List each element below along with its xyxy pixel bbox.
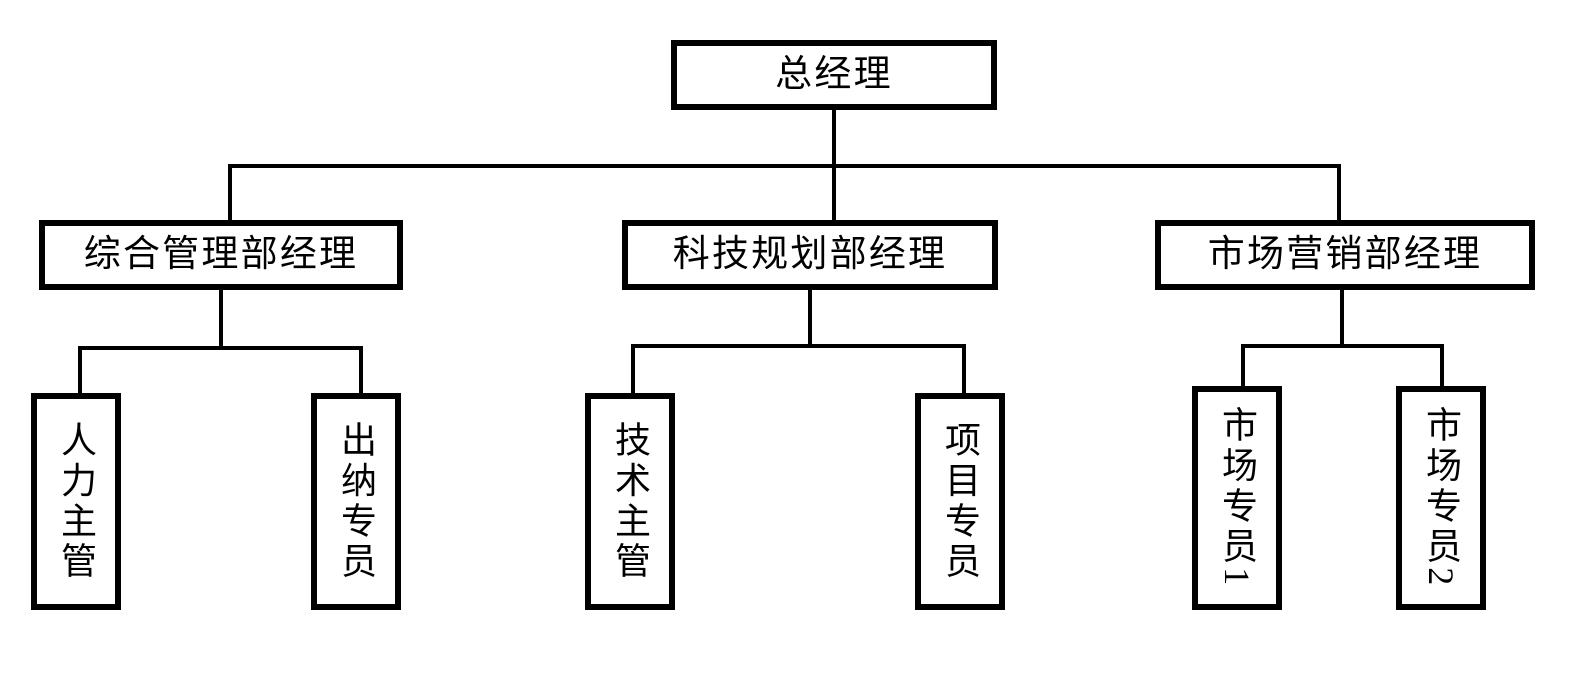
connector-drop-mkt1 [1241, 344, 1245, 395]
connector-admin-stem [219, 289, 223, 349]
node-label-project-specialist: 项目专员 [940, 420, 980, 583]
connector-tech-stem [808, 289, 812, 347]
node-label-tech-department-manager: 科技规划部经理 [672, 233, 948, 275]
node-general-manager[interactable]: 总经理 [671, 40, 997, 110]
connector-admin-bus [78, 346, 363, 350]
node-label-general-manager: 总经理 [775, 53, 893, 95]
connector-drop-tech [832, 164, 836, 222]
connector-drop-mkt2 [1440, 344, 1444, 395]
node-marketing-department-manager[interactable]: 市场营销部经理 [1155, 220, 1535, 290]
node-label-technical-supervisor: 技术主管 [610, 420, 650, 583]
connector-drop-market [1337, 164, 1341, 222]
connector-market-stem [1340, 289, 1344, 347]
node-label-marketing-specialist-2: 市场专员2 [1421, 406, 1461, 590]
connector-drop-admin [228, 164, 232, 222]
node-label-marketing-department-manager: 市场营销部经理 [1207, 233, 1483, 275]
node-cashier-specialist[interactable]: 出纳专员 [311, 393, 401, 610]
connector-drop-techsup [631, 344, 635, 395]
node-label-hr-supervisor: 人力主管 [56, 420, 96, 583]
node-admin-department-manager[interactable]: 综合管理部经理 [39, 220, 403, 290]
connector-level2-bus [228, 164, 1341, 168]
connector-drop-hr [78, 346, 82, 395]
node-marketing-specialist-2[interactable]: 市场专员2 [1396, 386, 1486, 610]
node-project-specialist[interactable]: 项目专员 [915, 393, 1005, 610]
node-label-cashier-specialist: 出纳专员 [336, 420, 376, 583]
connector-market-bus [1241, 344, 1444, 348]
node-label-admin-department-manager: 综合管理部经理 [83, 233, 359, 275]
node-tech-department-manager[interactable]: 科技规划部经理 [622, 220, 998, 290]
node-hr-supervisor[interactable]: 人力主管 [31, 393, 121, 610]
connector-drop-project [962, 344, 966, 395]
connector-tech-bus [631, 344, 966, 348]
connector-drop-cashier [359, 346, 363, 395]
connector-root-stem [832, 109, 836, 167]
node-technical-supervisor[interactable]: 技术主管 [585, 393, 675, 610]
node-label-marketing-specialist-1: 市场专员1 [1217, 406, 1257, 590]
node-marketing-specialist-1[interactable]: 市场专员1 [1192, 386, 1282, 610]
